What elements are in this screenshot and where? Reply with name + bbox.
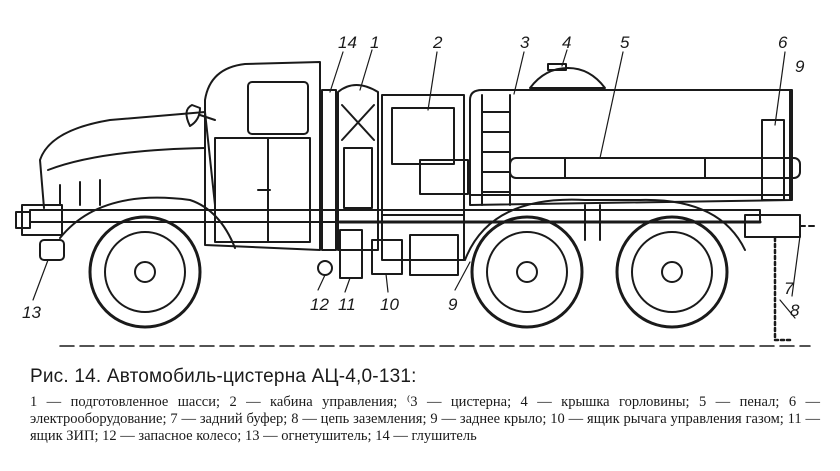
callout-5: 5 [620,33,630,52]
callout-2: 2 [432,33,443,52]
equipment-box [381,94,465,261]
figure-caption: Рис. 14. Автомобиль-цистерна АЦ-4,0-131:… [30,366,820,445]
rear-fender [464,198,746,261]
callout-1: 1 [370,33,379,52]
caption-title: Рис. 14. Автомобиль-цистерна АЦ-4,0-131: [30,366,417,387]
lever-box [371,239,403,275]
cab-window [247,81,309,135]
callout-12: 12 [310,295,329,314]
callout-13: 13 [22,303,41,322]
spare-box [339,229,363,279]
callout-14: 14 [338,33,357,52]
front-fender [59,196,236,249]
callout-3: 3 [520,33,530,52]
rear-light [761,119,785,201]
callout-6: 6 [778,33,788,52]
extinguisher [39,239,65,261]
rear-bumper [744,214,801,238]
manhole-cover [529,67,606,89]
callout-7: 7 [784,279,794,298]
front-wheel [88,215,202,329]
ground-chain [773,236,792,342]
callout-11: 11 [338,295,356,314]
rear-wheel [615,215,729,329]
hood [39,111,216,209]
front-bumper [21,204,63,236]
hose-tube [509,157,801,179]
middle-wheel [470,215,584,329]
caption-legend: 1 — подготовленное шасси; 2 — кабина упр… [30,394,820,444]
truck-drawing: 14 1 2 3 4 5 6 9 13 12 11 10 9 7 8 [15,33,815,347]
ladder [481,94,511,206]
callout-8: 8 [790,301,800,320]
callout-9: 9 [448,295,458,314]
spare-wheel [317,260,333,276]
pump-compartment [337,84,379,251]
tank [469,89,793,206]
callout-10: 10 [380,295,399,314]
callout-4: 4 [562,33,571,52]
muffler [321,89,337,251]
callout-9-top: 9 [795,57,805,76]
cab [204,61,321,251]
